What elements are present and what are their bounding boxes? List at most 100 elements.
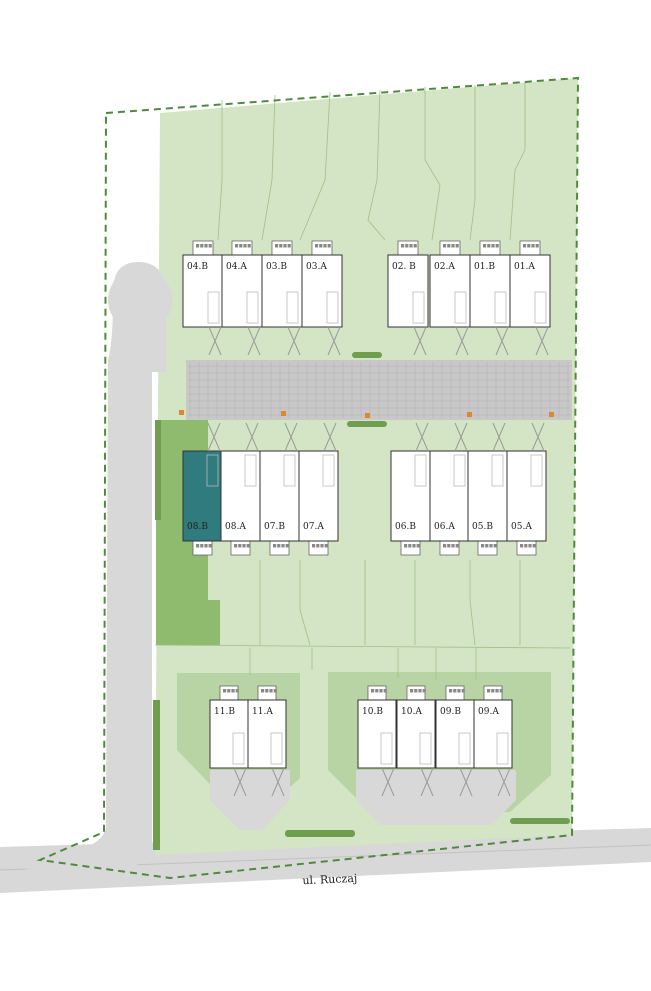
terrace-tile bbox=[457, 689, 461, 693]
stair-mark bbox=[322, 454, 335, 487]
terrace-tile bbox=[524, 544, 528, 548]
terrace-tile bbox=[409, 244, 413, 248]
terrace-tile bbox=[455, 544, 459, 548]
unit-label: 05.B bbox=[472, 522, 493, 532]
unit-footprint bbox=[429, 254, 471, 328]
terrace-tile bbox=[247, 244, 251, 248]
terrace bbox=[483, 685, 503, 701]
terrace-tile bbox=[487, 689, 491, 693]
unit-label: 08.A bbox=[225, 522, 246, 532]
walkway-mark bbox=[535, 326, 549, 356]
terrace-tile bbox=[495, 244, 499, 248]
unit-03b[interactable]: 03.B bbox=[261, 240, 303, 356]
terrace-tile bbox=[246, 544, 250, 548]
terrace-tile bbox=[323, 244, 327, 248]
terrace-tile bbox=[527, 244, 531, 248]
terrace-tile bbox=[491, 689, 495, 693]
unit-02a[interactable]: 02.A bbox=[429, 240, 471, 356]
unit-label: 10.A bbox=[401, 707, 422, 717]
stair-mark bbox=[454, 291, 467, 324]
unit-footprint bbox=[509, 254, 551, 328]
terrace-tile bbox=[483, 244, 487, 248]
stair-mark bbox=[244, 454, 257, 487]
stair-mark bbox=[534, 291, 547, 324]
walkway-mark bbox=[233, 767, 247, 797]
terrace-tile bbox=[416, 544, 420, 548]
terrace-tile bbox=[383, 689, 387, 693]
unit-footprint bbox=[209, 699, 249, 769]
unit-04a[interactable]: 04.A bbox=[221, 240, 263, 356]
terrace-tile bbox=[412, 544, 416, 548]
terrace-tile bbox=[235, 244, 239, 248]
terrace-tile bbox=[279, 244, 283, 248]
stair-mark bbox=[494, 291, 507, 324]
terrace-tile bbox=[315, 244, 319, 248]
courtyard-paving-right bbox=[356, 770, 516, 825]
plot-divisions bbox=[154, 82, 571, 680]
unit-02b[interactable]: 02. B bbox=[387, 240, 429, 356]
unit-09a[interactable]: 09.A bbox=[473, 685, 513, 797]
unit-footprint bbox=[182, 450, 223, 542]
stair-mark bbox=[326, 291, 339, 324]
unit-08a[interactable]: 08.A bbox=[220, 422, 261, 556]
terrace-tile bbox=[196, 244, 200, 248]
terrace bbox=[397, 240, 419, 256]
walkway-mark bbox=[415, 422, 429, 452]
unit-label: 02. B bbox=[392, 262, 416, 272]
terrace-tile bbox=[379, 689, 383, 693]
terrace bbox=[311, 240, 333, 256]
terrace-tile bbox=[455, 244, 459, 248]
unit-footprint bbox=[220, 450, 261, 542]
terrace-tile bbox=[461, 689, 465, 693]
terrace-tile bbox=[489, 544, 493, 548]
unit-03a[interactable]: 03.A bbox=[301, 240, 343, 356]
unit-label: 10.B bbox=[362, 707, 383, 717]
terrace-tile bbox=[327, 244, 331, 248]
unit-label: 09.B bbox=[440, 707, 461, 717]
terrace bbox=[219, 685, 239, 701]
unit-01b[interactable]: 01.B bbox=[469, 240, 511, 356]
terrace-tile bbox=[495, 689, 499, 693]
unit-07b[interactable]: 07.B bbox=[259, 422, 300, 556]
unit-05a[interactable]: 05.A bbox=[506, 422, 547, 556]
terrace-tile bbox=[487, 244, 491, 248]
unit-10a[interactable]: 10.A bbox=[396, 685, 436, 797]
unit-11b[interactable]: 11.B bbox=[209, 685, 249, 797]
terrace bbox=[519, 240, 541, 256]
terrace-tile bbox=[418, 689, 422, 693]
unit-11a[interactable]: 11.A bbox=[247, 685, 287, 797]
terrace-tile bbox=[413, 244, 417, 248]
terrace-tile bbox=[414, 689, 418, 693]
terrace-tile bbox=[449, 689, 453, 693]
terrace-tile bbox=[261, 689, 265, 693]
unit-06b[interactable]: 06.B bbox=[390, 422, 431, 556]
terrace-tile bbox=[443, 544, 447, 548]
terrace-tile bbox=[287, 244, 291, 248]
unit-08b[interactable]: 08.B bbox=[182, 422, 223, 556]
unit-label: 04.B bbox=[187, 262, 208, 272]
stair-mark bbox=[283, 454, 296, 487]
unit-07a[interactable]: 07.A bbox=[298, 422, 339, 556]
walkway-mark bbox=[454, 422, 468, 452]
walkway-mark bbox=[495, 326, 509, 356]
terrace bbox=[477, 540, 498, 556]
terrace-tile bbox=[408, 544, 412, 548]
stair-mark bbox=[207, 291, 220, 324]
unit-09b[interactable]: 09.B bbox=[435, 685, 475, 797]
terrace bbox=[367, 685, 387, 701]
unit-04b[interactable]: 04.B bbox=[182, 240, 224, 356]
unit-01a[interactable]: 01.A bbox=[509, 240, 551, 356]
terrace-tile bbox=[277, 544, 281, 548]
unit-label: 08.B bbox=[187, 522, 208, 532]
terrace-tile bbox=[200, 244, 204, 248]
walkway-mark bbox=[287, 326, 301, 356]
terrace-tile bbox=[223, 689, 227, 693]
unit-label: 01.B bbox=[474, 262, 495, 272]
unit-10b[interactable]: 10.B bbox=[357, 685, 397, 797]
terrace-tile bbox=[371, 689, 375, 693]
terrace-tile bbox=[312, 544, 316, 548]
terrace bbox=[445, 685, 465, 701]
terrace-tile bbox=[485, 544, 489, 548]
